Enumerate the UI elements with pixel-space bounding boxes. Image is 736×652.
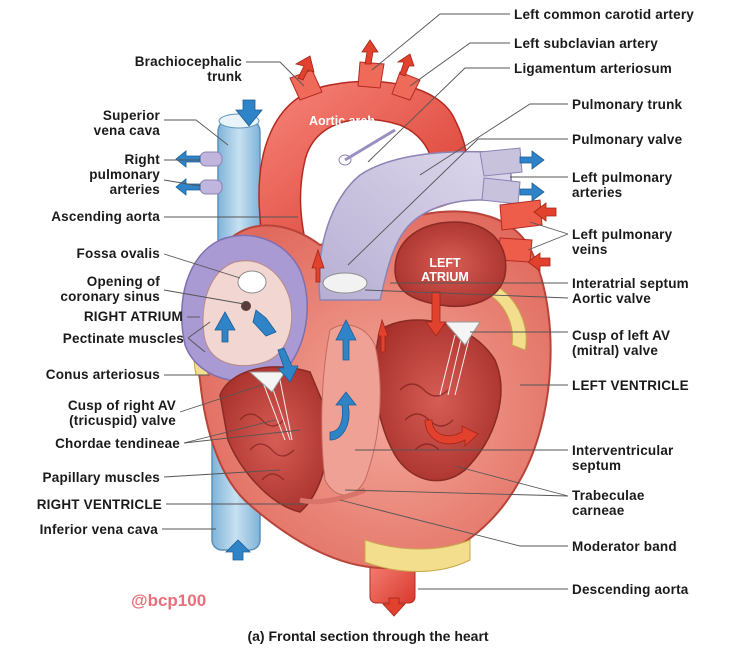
label-trabeculae-carneae: Trabeculae carneae [572, 488, 645, 518]
label-superior-vena-cava: Superior vena cava [93, 108, 160, 138]
left-pulmonary-vein-upper [499, 199, 543, 231]
coronary-fat-bottom [364, 539, 471, 572]
arrow-ivc-up [225, 539, 251, 561]
label-cusp-of-left-av-valve: Cusp of left AV (mitral) valve [572, 328, 671, 358]
mitral-valve-cusp [443, 321, 481, 346]
label-right-atrium: RIGHT ATRIUM [83, 309, 183, 324]
tricuspid-valve-cusp [248, 371, 286, 393]
label-inferior-vena-cava: Inferior vena cava [39, 522, 158, 537]
coronary-fat-left [489, 284, 527, 351]
arrow-la-down [425, 291, 447, 337]
label-left-pulmonary-arteries: Left pulmonary arteries [572, 170, 673, 200]
arrow-lpa-upper [519, 150, 545, 170]
label-chordae-tendineae: Chordae tendineae [55, 436, 180, 451]
label-left-atrium: LEFT ATRIUM [421, 256, 469, 284]
left-pulmonary-artery-branch-2 [481, 177, 521, 205]
label-left-subclavian-artery: Left subclavian artery [514, 36, 658, 51]
arrow-lpv-lower-in [527, 252, 551, 272]
leader-lines [162, 13, 569, 590]
label-ascending-aorta: Ascending aorta [51, 209, 160, 224]
label-left-pulmonary-veins: Left pulmonary veins [572, 227, 673, 257]
arrow-rv-down [277, 347, 299, 383]
label-ligamentum-arteriosum: Ligamentum arteriosum [514, 61, 672, 76]
fossa-ovalis [237, 270, 267, 294]
arrow-rpa-lower [175, 178, 201, 196]
arrow-subclavian-out [396, 53, 415, 77]
label-interventricular-septum: Interventricular septum [572, 443, 674, 473]
arrow-carotid-out [361, 39, 379, 65]
arrow-rv-up [335, 319, 357, 361]
right-pulmonary-artery-lower [199, 179, 223, 195]
label-moderator-band: Moderator band [572, 539, 677, 554]
figure-caption: (a) Frontal section through the heart [247, 628, 489, 644]
ligamentum-arteriosum-line [344, 128, 396, 162]
arrow-ra-down [252, 309, 277, 337]
arrow-lpa-lower [519, 182, 545, 202]
label-cusp-of-right-av-valve: Cusp of right AV (tricuspid) valve [67, 398, 176, 428]
label-interatrial-septum: Interatrial septum [572, 276, 689, 291]
left-subclavian-vessel [391, 71, 421, 101]
label-papillary-muscles: Papillary muscles [42, 470, 160, 485]
label-pectinate-muscles: Pectinate muscles [62, 331, 184, 346]
arrow-svc-down [235, 99, 263, 127]
arrow-brachiocephalic-out [294, 55, 315, 81]
arrow-lv-up [377, 318, 389, 353]
arrow-rpa-upper [175, 150, 201, 168]
label-pulmonary-trunk: Pulmonary trunk [572, 97, 683, 112]
arrow-rv-curve [329, 391, 357, 441]
arrow-desc-aorta [382, 597, 406, 617]
label-opening-of-coronary-sinus: Opening of coronary sinus [60, 274, 160, 304]
red-flow-arrows [294, 39, 557, 617]
label-conus-arteriosus: Conus arteriosus [45, 367, 160, 382]
arrow-ra-up [214, 311, 236, 343]
interventricular-septum-shape [321, 324, 381, 496]
label-left-common-carotid-artery: Left common carotid artery [514, 7, 694, 22]
label-aortic-arch: Aortic arch [309, 114, 375, 128]
left-common-carotid-vessel [357, 61, 385, 89]
label-fossa-ovalis: Fossa ovalis [76, 246, 160, 261]
label-left-ventricle: LEFT VENTRICLE [572, 378, 689, 393]
watermark: @bcp100 [131, 591, 207, 610]
label-pulmonary-valve: Pulmonary valve [572, 132, 683, 147]
coronary-sinus-opening [241, 301, 251, 311]
label-brachiocephalic-trunk: Brachiocephalic trunk [134, 54, 242, 84]
right-ventricle-chamber [219, 366, 331, 513]
label-descending-aorta: Descending aorta [572, 582, 689, 597]
left-pulmonary-artery-branch [479, 147, 523, 177]
arrow-lpv-upper-in [533, 202, 557, 222]
label-aortic-valve: Aortic valve [572, 291, 651, 306]
arrow-lv-curve [424, 419, 479, 447]
left-atrium-chamber [394, 221, 507, 307]
moderator-band [299, 487, 366, 505]
trabeculae-texture [239, 383, 454, 481]
label-right-ventricle: RIGHT VENTRICLE [36, 497, 162, 512]
arrow-aorta-up [311, 248, 325, 283]
right-pulmonary-artery-upper [199, 151, 223, 167]
label-right-pulmonary-arteries: Right pulmonary arteries [89, 152, 160, 197]
blue-flow-arrows [175, 99, 545, 561]
aortic-valve-shape [322, 272, 368, 294]
